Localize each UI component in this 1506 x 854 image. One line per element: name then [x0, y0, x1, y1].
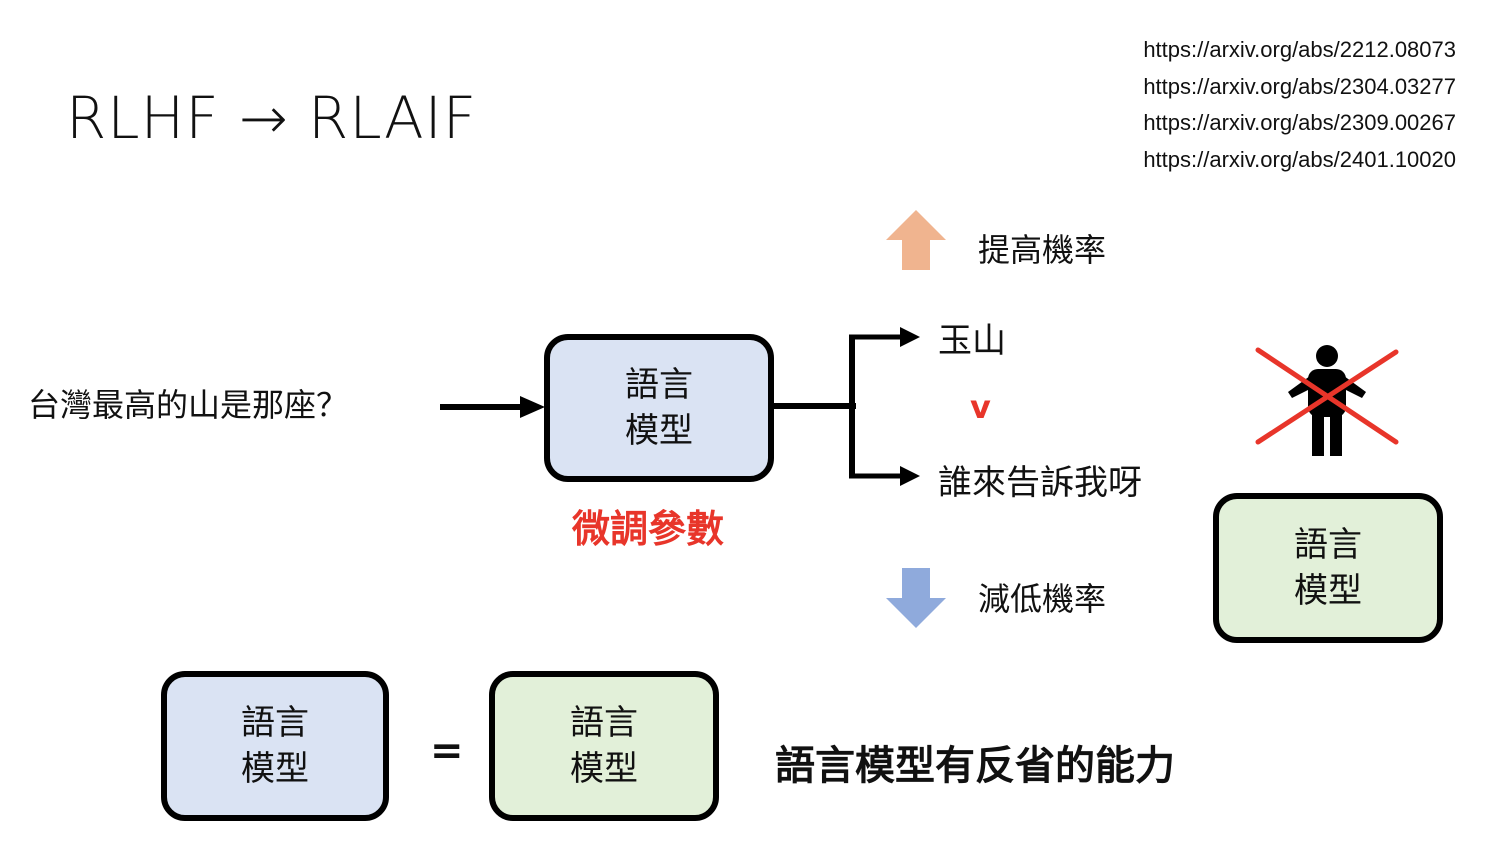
input-arrow-head [520, 396, 545, 418]
comparison-mark: v [970, 388, 991, 426]
cross-out-icon [1255, 347, 1399, 445]
branch-bottom-arrow-head [900, 466, 920, 486]
increase-probability-label: 提高機率 [978, 231, 1107, 269]
branch-top-arrow-head [900, 327, 920, 347]
slide-title: RLHF → RLAIF [66, 84, 478, 152]
reference-link-1[interactable]: https://arxiv.org/abs/2212.08073 [1143, 37, 1456, 62]
up-arrow-icon [886, 210, 946, 270]
reflection-caption: 語言模型有反省的能力 [775, 743, 1175, 789]
finetune-label: 微調參數 [572, 507, 725, 551]
reference-list: https://arxiv.org/abs/2212.08073 https:/… [1143, 32, 1456, 178]
equals-sign: = [430, 728, 464, 774]
bad-response: 誰來告訴我呀 [938, 463, 1142, 503]
model-box-line2: 模型 [625, 411, 693, 451]
bottom-right-line1: 語言 [570, 703, 638, 743]
good-response: 玉山 [938, 321, 1006, 361]
language-model-box: 語言 模型 [544, 334, 774, 482]
bottom-left-line2: 模型 [241, 749, 309, 789]
bottom-right-line2: 模型 [570, 749, 638, 789]
reference-link-2[interactable]: https://arxiv.org/abs/2304.03277 [1143, 73, 1456, 99]
evaluator-box-line2: 模型 [1294, 571, 1362, 611]
model-box-line1: 語言 [625, 365, 693, 405]
evaluator-box-line1: 語言 [1294, 525, 1362, 565]
evaluator-model-box: 語言 模型 [1213, 493, 1443, 643]
bottom-left-model-box: 語言 模型 [161, 671, 389, 821]
bottom-right-model-box: 語言 模型 [489, 671, 719, 821]
person-icon [1288, 345, 1366, 456]
question-text: 台灣最高的山是那座？ [28, 386, 349, 424]
decrease-probability-label: 減低機率 [978, 580, 1107, 618]
bottom-left-line1: 語言 [241, 703, 309, 743]
reference-link-4[interactable]: https://arxiv.org/abs/2401.10020 [1143, 146, 1456, 172]
down-arrow-icon [886, 568, 946, 628]
reference-link-3[interactable]: https://arxiv.org/abs/2309.00267 [1143, 110, 1456, 135]
